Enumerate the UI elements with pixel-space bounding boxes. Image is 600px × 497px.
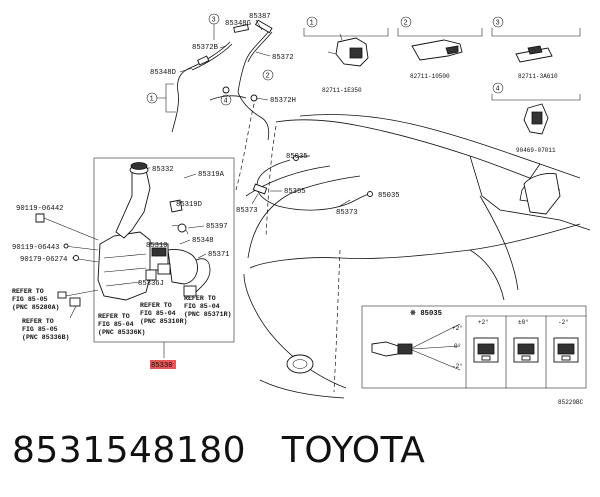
detail-box-3: 3 82711-3A610	[491, 16, 581, 80]
label-85373-left: 85373	[236, 207, 258, 215]
ref-85371R-line1: REFER TO	[184, 295, 216, 302]
label-85372: 85372	[272, 54, 294, 62]
label-90119-06442: 90119-06442	[16, 205, 63, 213]
label-85319A: 85319A	[198, 171, 225, 179]
detail-box-3-number: 3	[496, 20, 500, 28]
ref-85280A-line1: REFER TO	[12, 288, 44, 295]
angle-col-minus: -2°	[558, 319, 569, 326]
ref-85336K-line1: REFER TO	[98, 313, 130, 320]
label-90119-06443: 90119-06443	[12, 244, 59, 252]
label-85373-right: 85373	[336, 209, 358, 217]
nozzle-view-minus	[553, 337, 579, 363]
detail-box-2-part-number: 82711-10500	[410, 73, 450, 80]
hose-assembly: 3 2 4 1 85387 85348G 85372B 85372 85348D	[146, 13, 296, 141]
nozzle-hose: 85035 85355 85035 85373 85373	[236, 153, 400, 217]
nozzle-panel-title: ※ 85035	[410, 309, 442, 318]
label-85387: 85387	[249, 13, 271, 21]
label-85397: 85397	[206, 223, 228, 231]
ref-85280A-line3: (PNC 85280A)	[12, 304, 59, 311]
caption-part-number: 8531548180	[12, 430, 247, 471]
detail-box-4-number: 4	[496, 86, 500, 94]
nozzle-view-zero	[513, 337, 539, 363]
ref-85371R-line2: FIG 85-04	[184, 303, 220, 310]
detail-box-3-part-number: 82711-3A610	[518, 73, 558, 80]
ref-block-85310R[interactable]: REFER TO FIG 85-04 (PNC 85310R)	[140, 302, 187, 325]
ref-85310R-line1: REFER TO	[140, 302, 172, 309]
label-85332: 85332	[152, 166, 174, 174]
label-85310: 85310	[146, 242, 168, 250]
part-caption: 8531548180 TOYOTA	[12, 430, 425, 471]
vehicle-outline: 85229BC	[235, 103, 591, 406]
angle-col-zero: ±0°	[518, 319, 529, 326]
label-85348G: 85348G	[225, 20, 251, 28]
nozzle-angle-panel: ※ 85035 +2° 0° -2° +2° ±0° -2°	[361, 305, 587, 389]
label-85348: 85348	[192, 237, 214, 245]
ref-85336K-line2: FIG 85-04	[98, 321, 134, 328]
detail-box-4: 4 90469-07011	[491, 82, 581, 154]
label-85330[interactable]: 85330	[151, 362, 173, 370]
detail-box-1: 1 82711-1E350	[303, 16, 389, 94]
detail-box-2-number: 2	[404, 20, 408, 28]
label-85372B: 85372B	[192, 44, 219, 52]
label-85355: 85355	[284, 188, 306, 196]
washer-system-diagram: 1 82711-1E350 2 82711-10500 3 82711-3A61…	[12, 13, 591, 406]
ref-block-85280A[interactable]: REFER TO FIG 85-05 (PNC 85280A)	[12, 288, 99, 311]
label-85319D: 85319D	[176, 201, 202, 209]
side-angle-minus: -2°	[452, 363, 463, 370]
side-angle-plus: +2°	[452, 325, 463, 332]
label-85371: 85371	[208, 251, 230, 259]
callout-3: 3	[212, 17, 216, 25]
ref-block-85371R[interactable]: REFER TO FIG 85-04 (PNC 85371R)	[184, 295, 231, 318]
ref-85280A-line2: FIG 85-05	[12, 296, 48, 303]
label-85336J: 85336J	[138, 280, 164, 288]
ref-block-85336B[interactable]: REFER TO FIG 85-05 (PNC 85336B)	[22, 297, 81, 341]
ref-85310R-line2: FIG 85-04	[140, 310, 176, 317]
side-angle-zero: 0°	[454, 343, 461, 350]
callout-4: 4	[224, 98, 228, 106]
ref-85310R-line3: (PNC 85310R)	[140, 318, 187, 325]
detail-box-1-number: 1	[310, 20, 314, 28]
ref-block-85336K[interactable]: REFER TO FIG 85-04 (PNC 85336K)	[98, 313, 145, 336]
angle-col-plus: +2°	[478, 319, 489, 326]
ref-85336B-line2: FIG 85-05	[22, 326, 58, 333]
callout-2: 2	[266, 73, 270, 81]
callout-1: 1	[150, 96, 154, 104]
detail-box-1-part-number: 82711-1E350	[322, 87, 362, 94]
ref-85371R-line3: (PNC 85371R)	[184, 311, 231, 318]
label-85348D: 85348D	[150, 69, 176, 77]
label-85035-right: 85035	[378, 192, 400, 200]
bolt-labels: 90119-06442 90119-06443 90179-06274	[12, 205, 99, 264]
highlight-85330	[150, 360, 176, 369]
nozzle-view-plus	[473, 337, 499, 363]
figure-code: 85229BC	[558, 399, 584, 406]
label-90179-06274: 90179-06274	[20, 256, 67, 264]
washer-tank-box: 85332 85319A 85319D 85397 85310 85348 85…	[93, 157, 235, 370]
detail-box-2: 2 82711-10500	[397, 16, 483, 80]
ref-85336B-line3: (PNC 85336B)	[22, 334, 69, 341]
ref-85336B-line1: REFER TO	[22, 318, 54, 325]
label-85372H: 85372H	[270, 97, 296, 105]
label-85035-top: 85035	[286, 153, 308, 161]
caption-brand: TOYOTA	[281, 430, 426, 471]
ref-85336K-line3: (PNC 85336K)	[98, 329, 145, 336]
detail-box-4-part-number: 90469-07011	[516, 147, 556, 154]
